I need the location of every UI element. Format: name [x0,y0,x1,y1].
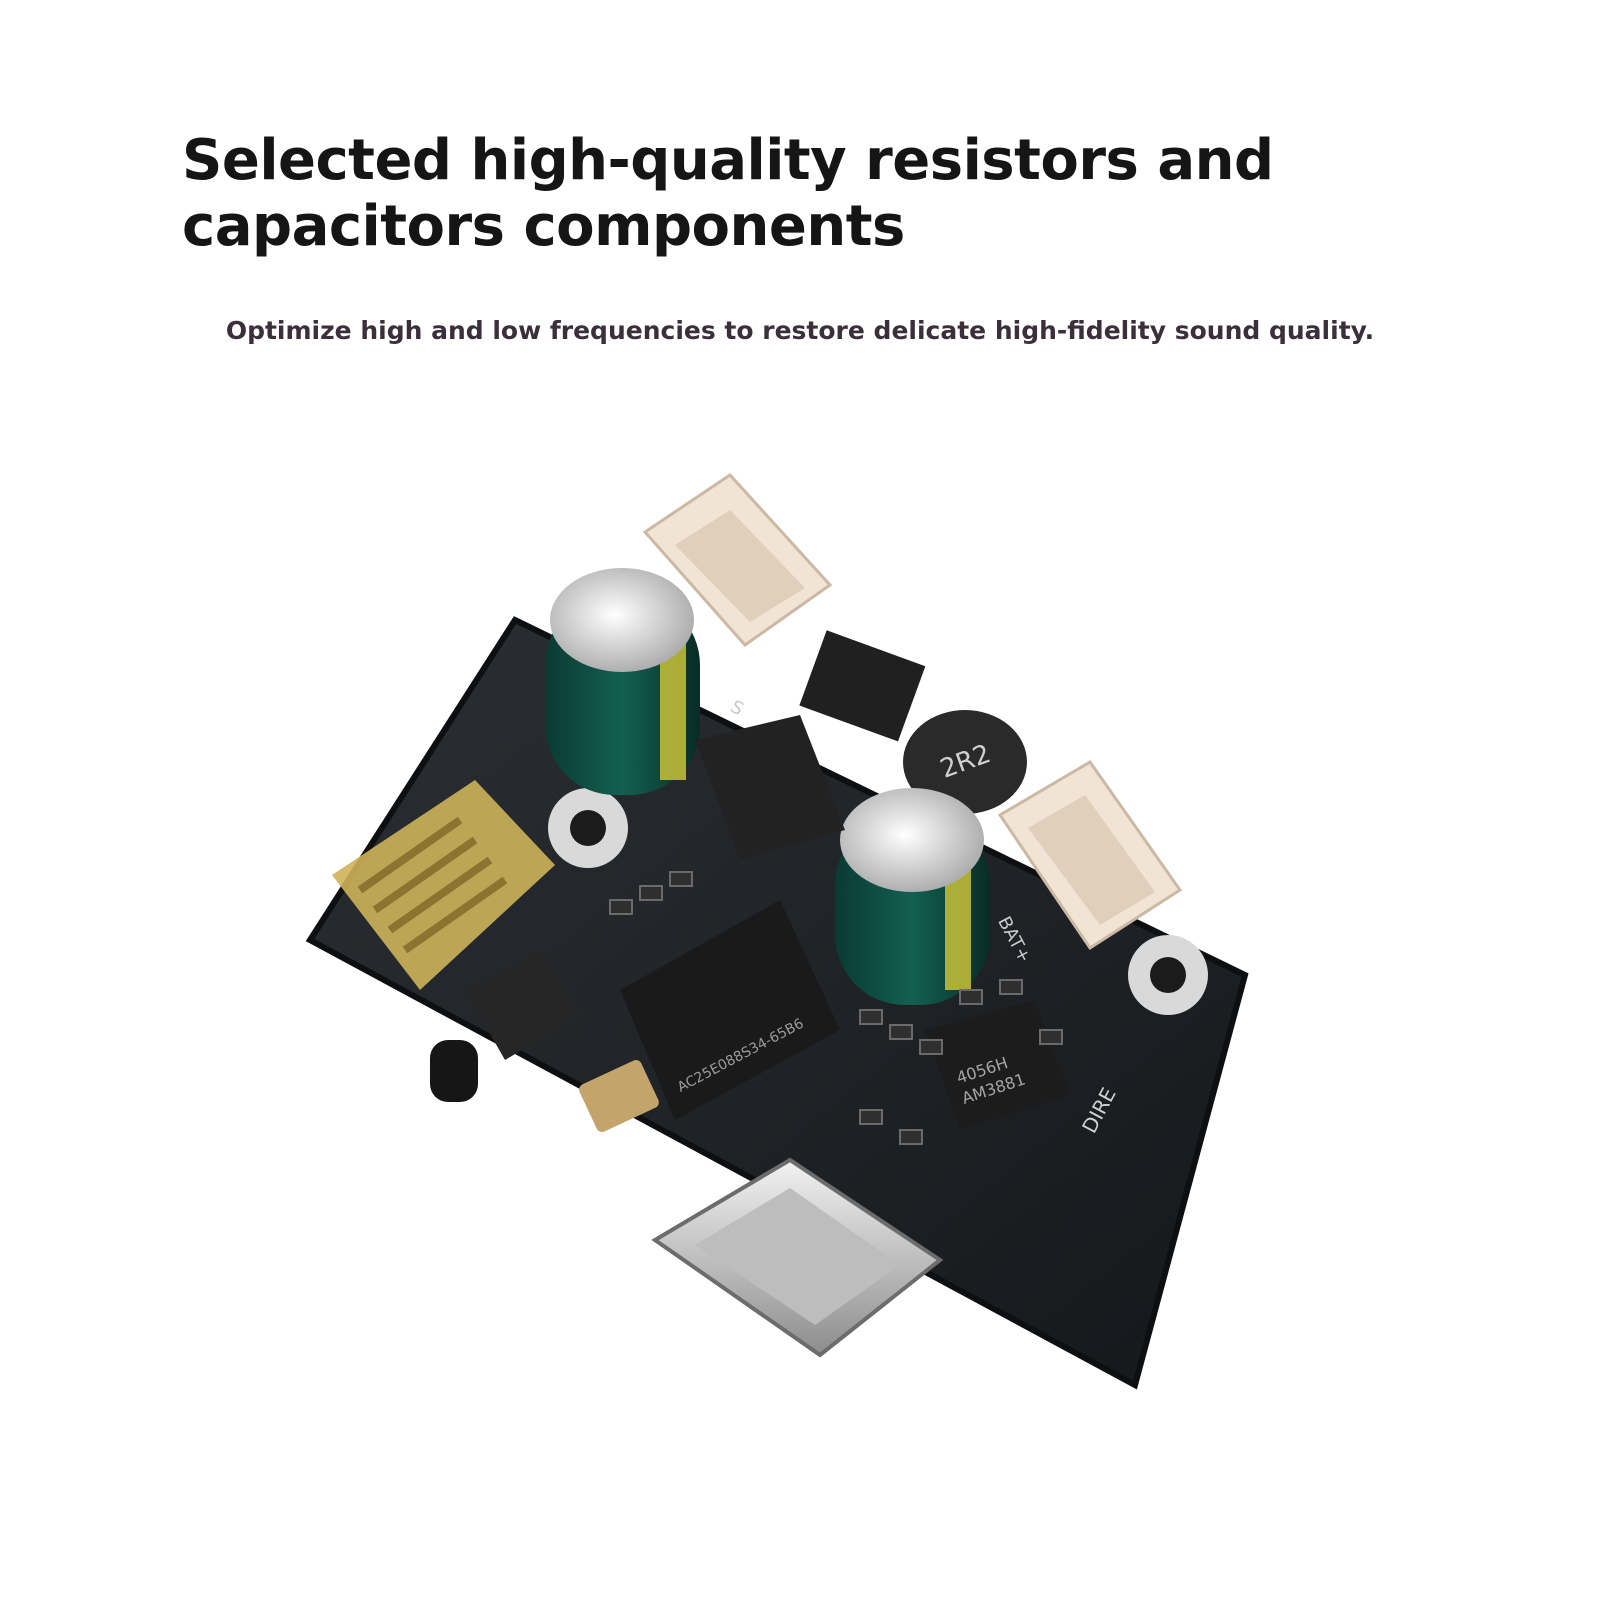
crystal-oscillator [579,1060,659,1132]
ic-top [695,630,926,860]
terminal-s-label: S [727,696,747,720]
slide-switch [430,950,580,1102]
mounting-hole-left [548,788,628,868]
pcb-board-photo: 2R2 AC25E088S34-65B6 4056H AM3881 BAT+ S… [305,473,1249,1390]
capacitor-left [545,568,700,795]
headline: Selected high-quality resistors and capa… [182,128,1282,260]
mounting-hole-right [1128,935,1208,1015]
headline-line-1: Selected high-quality resistors and [182,128,1274,193]
smd-components [609,871,1063,1145]
connector-right [997,760,1183,951]
subheadline: Optimize high and low frequencies to res… [225,316,1375,345]
ic-amp: 4056H AM3881 [925,1000,1070,1130]
inductor: 2R2 [903,710,1027,814]
headline-line-2: capacitors components [182,194,905,259]
antenna-trace [332,780,555,990]
usb-c-port [651,1157,944,1358]
capacitor-right [835,788,990,1005]
connector-top [642,473,833,648]
